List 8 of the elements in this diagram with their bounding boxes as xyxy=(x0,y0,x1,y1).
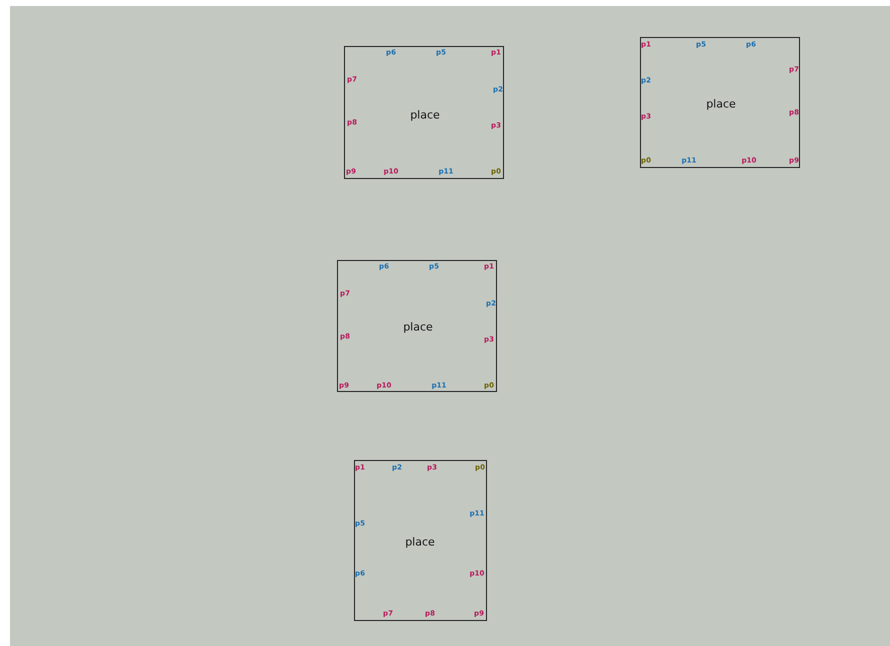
place-box xyxy=(344,46,504,179)
place-label: place xyxy=(410,108,440,122)
place-label: place xyxy=(706,98,736,110)
place-label: place xyxy=(403,320,433,334)
place-box xyxy=(640,37,800,168)
place-box xyxy=(354,460,487,621)
place-label: place xyxy=(405,536,435,548)
place-box xyxy=(337,260,497,392)
